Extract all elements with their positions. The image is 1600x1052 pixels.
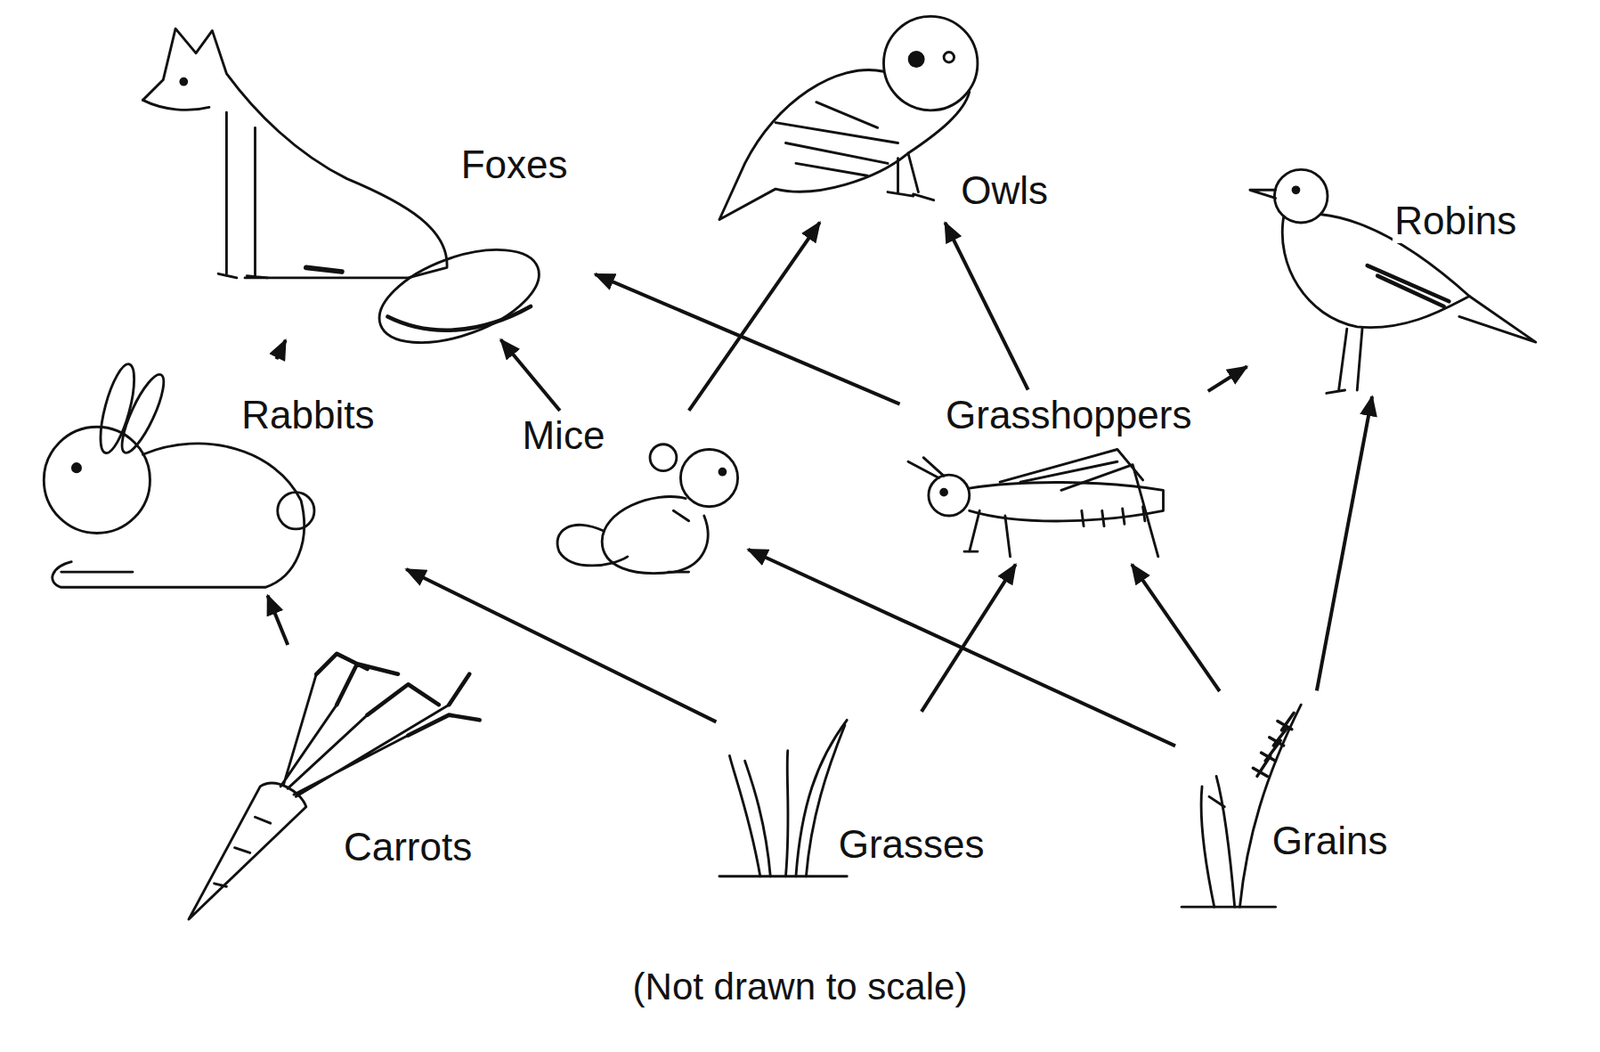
energy-arrow (1208, 366, 1248, 392)
owl-drawing (719, 16, 978, 220)
organism-label: Grains (1270, 818, 1390, 863)
organism-label: Mice (519, 413, 607, 458)
organism-label: Grasshoppers (943, 392, 1194, 438)
organism-label: Grasses (836, 821, 987, 867)
grasshopper-node: Grasshoppers (902, 392, 1240, 561)
robin-node: Robins (1250, 153, 1542, 393)
organism-label: Rabbits (239, 392, 376, 438)
energy-arrow (406, 568, 716, 722)
energy-arrow (921, 564, 1016, 712)
organism-label: Carrots (341, 824, 474, 870)
fox-node: Foxes (138, 15, 593, 337)
energy-arrow (689, 222, 821, 411)
organism-label: Robins (1392, 198, 1519, 244)
rabbit-node: Rabbits (35, 362, 404, 593)
energy-arrow (944, 222, 1028, 390)
energy-arrow (747, 549, 1176, 747)
energy-arrow (500, 339, 560, 411)
caption: (Not drawn to scale) (0, 964, 1600, 1009)
owl-node: Owls (714, 15, 1072, 220)
carrot-drawing (188, 653, 480, 919)
energy-arrow (268, 594, 289, 645)
mouse-node: Mice (515, 413, 746, 577)
grasshopper-drawing (908, 449, 1164, 557)
energy-arrow (1131, 564, 1220, 691)
grain-node: Grains (1178, 693, 1414, 909)
grass-node: Grasses (719, 714, 1016, 878)
energy-arrow (594, 274, 900, 405)
mouse-drawing (557, 444, 739, 574)
organism-label: Owls (958, 168, 1050, 213)
robin-drawing (1250, 169, 1536, 393)
organism-label: Foxes (459, 142, 570, 187)
energy-arrow (1316, 396, 1373, 691)
carrot-node: Carrots (188, 648, 501, 919)
energy-arrow (276, 340, 285, 359)
grain-drawing (1181, 704, 1301, 907)
grass-drawing (719, 719, 847, 876)
fox-drawing (142, 28, 551, 362)
